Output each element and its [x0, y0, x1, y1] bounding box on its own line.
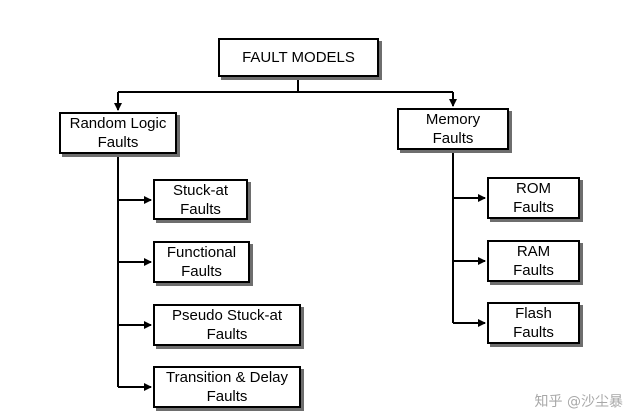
node-memory-faults: Memory Faults [397, 108, 509, 150]
node-ram-faults: RAM Faults [487, 240, 580, 282]
node-stuck-at-faults: Stuck-at Faults [153, 179, 248, 220]
node-rom-faults: ROM Faults [487, 177, 580, 219]
node-flash-faults: Flash Faults [487, 302, 580, 344]
watermark: 知乎 @沙尘暴 [534, 394, 623, 410]
node-transition-delay-faults: Transition & Delay Faults [153, 366, 301, 408]
node-fault-models: FAULT MODELS [218, 38, 379, 77]
node-functional-faults: Functional Faults [153, 241, 250, 283]
node-random-logic-faults: Random Logic Faults [59, 112, 177, 154]
node-pseudo-stuck-at-faults: Pseudo Stuck-at Faults [153, 304, 301, 346]
